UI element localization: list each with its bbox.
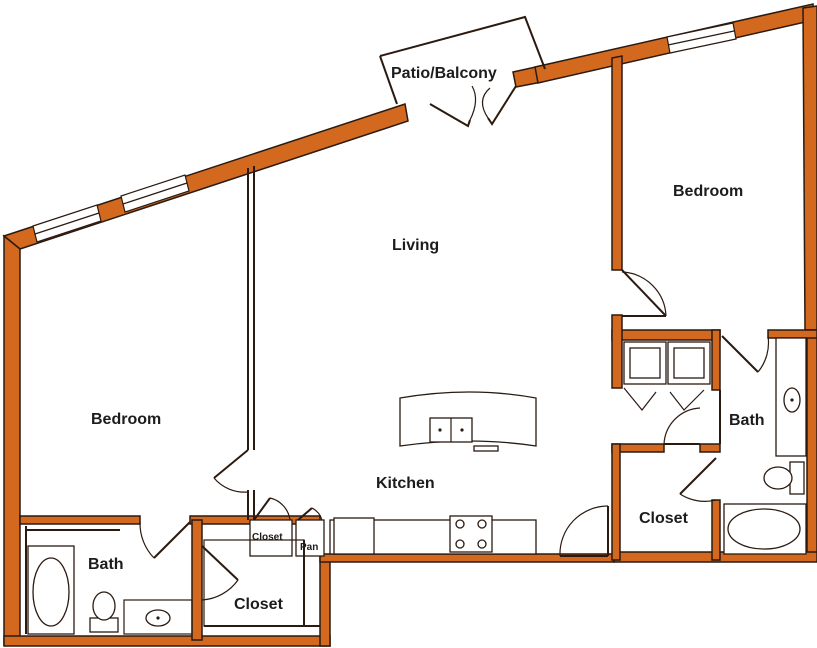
label-closet-left: Closet bbox=[234, 596, 284, 613]
door-closet-left[interactable] bbox=[201, 545, 239, 601]
wall-bath-closet-divider bbox=[191, 519, 203, 641]
wall-bottom-left bbox=[3, 635, 331, 647]
doors bbox=[139, 269, 770, 601]
wall-laundry-left bbox=[611, 314, 623, 389]
door-laundry[interactable] bbox=[623, 387, 705, 411]
closet-small[interactable] bbox=[249, 519, 293, 557]
wall-laundry-right bbox=[711, 329, 721, 391]
label-closet-right: Closet bbox=[639, 510, 689, 527]
patio-door-left bbox=[429, 103, 471, 128]
sink-right bbox=[783, 387, 801, 413]
wall-closet-right-left bbox=[611, 443, 621, 561]
wall-right-lower bbox=[806, 329, 817, 561]
door-bedroom-left[interactable] bbox=[213, 449, 249, 493]
door-closet-small[interactable] bbox=[253, 497, 323, 521]
fixtures bbox=[27, 341, 807, 635]
wall-bath-top-left bbox=[19, 515, 141, 525]
wall-left bbox=[3, 234, 21, 646]
windows bbox=[32, 22, 737, 243]
door-kitchen[interactable] bbox=[559, 505, 609, 557]
wall-closet-right-right bbox=[711, 499, 721, 561]
room-labels: Patio/Balcony Living Bedroom Bedroom Kit… bbox=[88, 65, 765, 613]
patio-door-right bbox=[487, 85, 517, 126]
door-bath-right[interactable] bbox=[663, 335, 770, 445]
toilet-right bbox=[763, 461, 805, 495]
label-pantry: Pan bbox=[300, 542, 318, 553]
wall-bedroom-right-divider bbox=[611, 55, 623, 271]
label-bath-right: Bath bbox=[729, 412, 765, 429]
toilet-left bbox=[89, 591, 119, 633]
label-bedroom-right: Bedroom bbox=[673, 183, 743, 200]
wall-bath-right-top bbox=[767, 329, 817, 339]
door-bedroom-right[interactable] bbox=[621, 269, 667, 317]
wall-step bbox=[319, 555, 331, 647]
door-bath-left[interactable] bbox=[139, 521, 191, 559]
dishwasher bbox=[333, 517, 375, 555]
label-patio: Patio/Balcony bbox=[391, 65, 497, 82]
label-living: Living bbox=[392, 237, 439, 254]
wall-right bbox=[802, 5, 817, 331]
label-bedroom-left: Bedroom bbox=[91, 411, 161, 428]
label-bath-left: Bath bbox=[88, 556, 124, 573]
label-kitchen: Kitchen bbox=[376, 475, 435, 492]
patio-balcony bbox=[379, 15, 546, 128]
wall-closet-right-top-2 bbox=[699, 443, 721, 453]
wall-laundry-top bbox=[611, 329, 721, 341]
pantry[interactable] bbox=[295, 519, 325, 557]
label-closet-small: Closet bbox=[252, 532, 283, 543]
door-closet-right[interactable] bbox=[679, 457, 717, 502]
sink-left bbox=[145, 609, 171, 627]
